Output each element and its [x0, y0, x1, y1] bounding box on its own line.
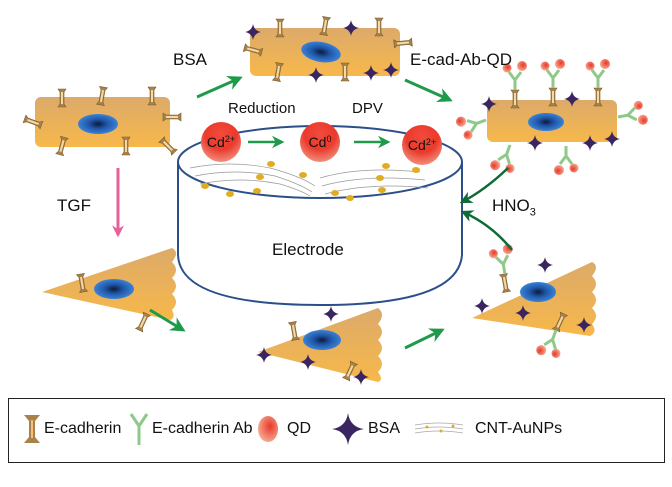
legend-item-bsa: BSA	[331, 413, 400, 445]
nucleus	[528, 113, 564, 131]
epithelial-cell	[22, 85, 182, 157]
bsa-blocked-cell	[242, 15, 413, 83]
bsa-blocked-mesenchymal-cell	[256, 306, 382, 385]
antibody-qd-conjugate	[584, 57, 612, 90]
e-cadherin-marker	[287, 320, 301, 342]
ion-charge: 2+	[425, 137, 437, 147]
label-reduction: Reduction	[228, 100, 296, 117]
antibody-icon	[129, 413, 149, 445]
legend-item-qd: QD	[257, 413, 311, 445]
arrow-hno3-top	[459, 167, 509, 204]
bsa-icon	[332, 413, 364, 445]
ion-charge: 0	[326, 134, 332, 144]
antibody-qd-conjugate	[486, 241, 519, 278]
antibody-qd-conjugate	[539, 57, 567, 90]
legend-label: CNT-AuNPs	[475, 420, 563, 437]
electrode	[177, 125, 463, 307]
label-hno3: HNO3	[492, 196, 536, 218]
mesenchymal-cell	[42, 248, 176, 333]
ion-symbol: Cd	[407, 137, 426, 153]
arrow-bsa	[196, 75, 243, 99]
nucleus	[94, 279, 134, 299]
antibody-qd-conjugate	[552, 144, 580, 177]
legend: E-cadherin E-cadherin Ab QD BSA CNT-AuNP…	[8, 398, 665, 463]
label-electrode: Electrode	[272, 240, 344, 259]
label-dpv: DPV	[352, 100, 383, 117]
arrow-ab-qd-mesenchymal	[404, 328, 445, 350]
bsa-marker	[537, 257, 553, 273]
legend-item-antibody: E-cadherin Ab	[129, 413, 253, 445]
cnt-aunps-layer	[189, 163, 429, 197]
nucleus	[78, 114, 118, 134]
label-hno3-sub: 3	[529, 206, 536, 219]
bsa-marker	[323, 306, 339, 322]
legend-label: E-cadherin Ab	[152, 420, 253, 437]
legend-label: BSA	[368, 420, 401, 437]
label-tgf: TGF	[57, 196, 91, 215]
arrow-ecad-ab-qd	[404, 78, 453, 102]
legend-item-cnt-aunps: CNT-AuNPs	[413, 413, 562, 445]
ion-symbol: Cd	[206, 134, 225, 150]
e-cadherin-marker	[498, 272, 512, 294]
ion-charge: 2+	[224, 134, 236, 144]
nucleus	[520, 282, 556, 302]
e-cadherin-marker	[135, 311, 151, 333]
gold-nanoparticles	[201, 161, 420, 201]
arrow-hno3-bottom	[460, 210, 513, 251]
antibody-qd-conjugate	[614, 98, 651, 131]
arrow-bsa-mesenchymal	[149, 308, 186, 332]
legend-item-e-cadherin: E-cadherin	[23, 413, 121, 445]
qd-labeled-cell	[453, 57, 651, 179]
e-cadherin-icon	[24, 415, 40, 443]
nucleus	[303, 330, 341, 350]
label-ecad-ab-qd: E-cad-Ab-QD	[410, 50, 513, 69]
legend-label: QD	[287, 420, 311, 437]
legend-label: E-cadherin	[44, 420, 122, 437]
nucleus	[301, 41, 341, 63]
cnt-aunps-icon	[414, 422, 464, 434]
qd-labeled-mesenchymal-cell	[472, 241, 596, 364]
qd-icon	[258, 416, 278, 442]
label-bsa: BSA	[173, 50, 208, 69]
label-hno3-main: HNO	[492, 196, 530, 215]
ion-symbol: Cd	[308, 134, 327, 150]
antibody-qd-conjugate	[453, 107, 492, 144]
